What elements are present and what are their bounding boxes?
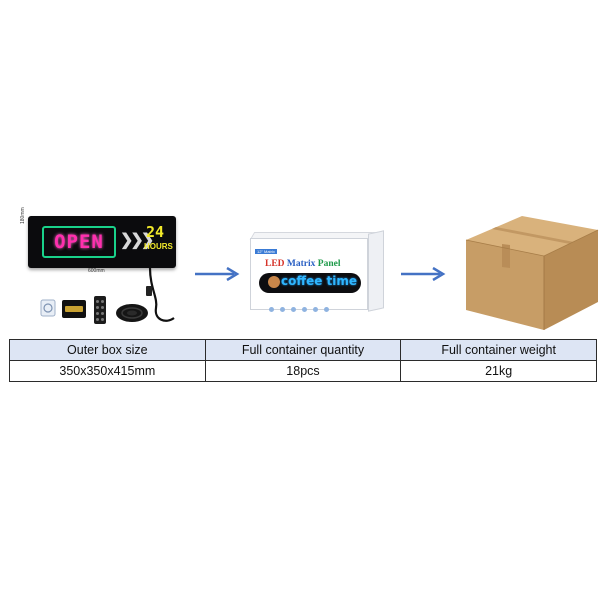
header-outer-box-size: Outer box size xyxy=(9,339,206,361)
header-full-container-weight: Full container weight xyxy=(400,339,597,361)
arrow-right-icon xyxy=(195,267,240,281)
box-title-word: Matrix xyxy=(286,259,316,269)
table-row: 350x350x415mm 18pcs 21kg xyxy=(9,360,597,382)
feature-icon xyxy=(269,307,274,312)
chevron-arrows-icon: ❯❯❯ xyxy=(120,232,154,249)
coffee-cup-icon xyxy=(268,276,280,288)
packing-spec-table: Outer box size Full container quantity F… xyxy=(9,339,597,382)
led-sign-panel: OPEN ❯❯❯ 24 HOURS xyxy=(28,216,176,268)
table-header-row: Outer box size Full container quantity F… xyxy=(9,339,597,361)
box-title-word: LED xyxy=(265,259,285,269)
product-images-row: OPEN ❯❯❯ 24 HOURS 180mm 600mm xyxy=(20,207,599,330)
feature-icon xyxy=(280,307,285,312)
feature-icon xyxy=(291,307,296,312)
coiled-cable-icon xyxy=(116,304,148,322)
box-front-face: 12" Matrix LED Matrix Panel coffee time xyxy=(250,238,368,312)
feature-icon xyxy=(324,307,329,312)
box-title-word: Panel xyxy=(317,259,341,269)
arrow-right-icon xyxy=(401,267,446,281)
box-banner: coffee time xyxy=(259,273,361,293)
shipping-carton-icon xyxy=(465,216,599,330)
box-size-tag: 12" Matrix xyxy=(255,249,277,254)
led-sign-open-text: OPEN xyxy=(42,226,116,258)
box-title: LED Matrix Panel xyxy=(265,259,341,269)
feature-icon xyxy=(302,307,307,312)
header-full-container-quantity: Full container quantity xyxy=(204,339,402,361)
controller-card-icon xyxy=(62,300,86,318)
cell-full-container-quantity: 18pcs xyxy=(204,360,402,382)
retail-box-image: 12" Matrix LED Matrix Panel coffee time xyxy=(249,230,385,312)
mounting-bracket-icon xyxy=(40,299,56,317)
dimension-width-label: 600mm xyxy=(88,268,105,274)
led-sign-hours-number: 24 xyxy=(146,223,165,241)
box-side-face xyxy=(368,230,384,312)
led-sign-hours-label: HOURS xyxy=(144,242,173,251)
power-cable-icon xyxy=(146,268,175,322)
feature-icon xyxy=(313,307,318,312)
dimension-height-label: 180mm xyxy=(20,207,26,224)
box-banner-text: coffee time xyxy=(281,274,358,288)
remote-control-icon xyxy=(94,296,106,324)
box-feature-icons xyxy=(269,299,355,312)
led-sign-product-image: OPEN ❯❯❯ 24 HOURS 180mm 600mm xyxy=(20,207,178,330)
cell-full-container-weight: 21kg xyxy=(400,360,597,382)
cell-outer-box-size: 350x350x415mm xyxy=(9,360,206,382)
